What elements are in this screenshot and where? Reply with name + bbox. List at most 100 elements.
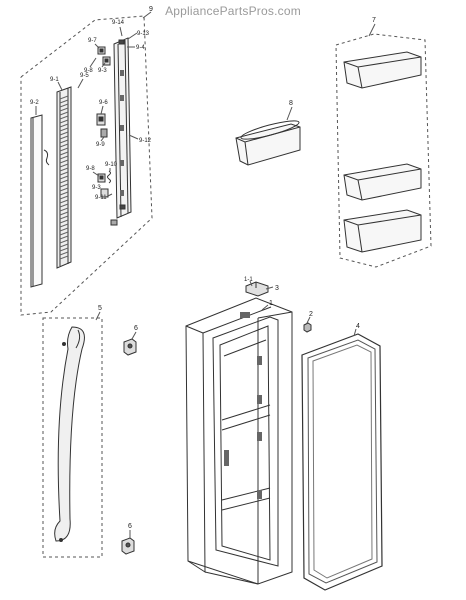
vent-rib: [59, 203, 69, 208]
vent-rib: [59, 179, 69, 184]
vent-rib: [59, 147, 69, 152]
vent-rib: [59, 183, 69, 188]
callout-4: 4: [356, 323, 360, 330]
vent-rib: [59, 211, 69, 216]
callout-9-6: 9-6: [99, 100, 108, 106]
vent-rib: [59, 255, 69, 260]
callout-9-8a: 9-8: [84, 68, 93, 74]
part-2-screw: [303, 322, 312, 333]
vent-rib: [59, 227, 69, 232]
channel-slot: [120, 70, 124, 76]
vent-rib: [59, 195, 69, 200]
vent-rib: [59, 219, 69, 224]
vent-rib: [59, 155, 69, 160]
part-5-handle: [54, 326, 85, 542]
vent-rib: [59, 127, 69, 132]
callout-9-10: 9-10: [105, 162, 118, 168]
leader-4: [353, 328, 357, 337]
vent-rib: [59, 115, 69, 120]
part-7-bin-bottom: [343, 209, 422, 253]
part-7-bin-top: [343, 51, 422, 89]
watermark-text: AppliancePartsPros.com: [165, 4, 301, 18]
part-7-bin-middle: [343, 163, 422, 201]
group-9-outline: [20, 15, 153, 316]
vent-rib: [59, 95, 69, 100]
vent-rib: [59, 143, 69, 148]
callout-5: 5: [98, 305, 102, 312]
wire-clip: [43, 149, 50, 166]
vent-rib: [59, 243, 69, 248]
vent-rib: [59, 235, 69, 240]
part-9-11-screw: [110, 219, 118, 226]
leader-6a: [131, 331, 137, 340]
leader-7: [368, 23, 376, 37]
callout-9-4: 9-4: [136, 45, 145, 51]
part-8-small-bin: [235, 120, 301, 166]
vent-rib: [59, 207, 69, 212]
part-9-6-latch: [96, 113, 106, 126]
leader-9-5: [77, 78, 84, 89]
vent-rib: [59, 247, 69, 252]
vent-rib: [59, 167, 69, 172]
leader-9-7: [94, 43, 100, 49]
part-9-1-ribs: [59, 95, 69, 260]
part-1-door-shell: [185, 297, 293, 585]
vent-rib: [59, 151, 69, 156]
vent-rib: [59, 107, 69, 112]
callout-3: 3: [275, 285, 279, 292]
callout-8: 8: [289, 100, 293, 107]
vent-rib: [59, 175, 69, 180]
callout-9-13: 9-13: [137, 31, 150, 37]
channel-slot: [120, 160, 124, 166]
callout-9-3a: 9-3: [98, 68, 107, 74]
vent-rib: [59, 103, 69, 108]
vent-rib: [59, 239, 69, 244]
channel-slot: [120, 125, 124, 131]
leader-1-1: [249, 280, 253, 287]
part-9-4-slots: [120, 70, 124, 196]
callout-9-1: 9-1: [50, 77, 59, 83]
vent-rib: [59, 139, 69, 144]
leader-9-6: [100, 105, 104, 115]
vent-rib: [59, 111, 69, 116]
handle-screw-bottom: [59, 538, 63, 542]
leader-2: [306, 316, 311, 324]
vent-rib: [59, 215, 69, 220]
leader-9-3a: [101, 62, 106, 68]
part-9-9-nut: [100, 128, 108, 138]
handle-screw-top: [62, 342, 66, 346]
group-5-outline: [42, 317, 103, 558]
vent-rib: [59, 123, 69, 128]
leader-9-8a: [89, 57, 97, 68]
callout-1: 1: [269, 300, 273, 307]
leader-5: [95, 311, 101, 321]
vent-rib: [59, 131, 69, 136]
vent-rib: [59, 99, 69, 104]
callout-9-9: 9-9: [96, 142, 105, 148]
vent-rib: [59, 119, 69, 124]
leader-9-8b: [92, 171, 100, 177]
vent-rib: [59, 191, 69, 196]
part-9-3a-bracket: [102, 56, 111, 66]
part-9-2-strip: [30, 114, 43, 288]
part-6-pin-top: [123, 338, 137, 356]
group-7-outline: [335, 33, 432, 268]
vent-rib: [59, 223, 69, 228]
vent-rib: [59, 171, 69, 176]
part-9-3b-bracket: [100, 188, 109, 198]
part-4-door-gasket: [301, 333, 383, 591]
channel-slot: [120, 95, 124, 101]
leader-8: [286, 106, 293, 121]
callout-6b: 6: [128, 523, 132, 530]
vent-rib: [59, 251, 69, 256]
callout-9-7: 9-7: [88, 38, 97, 44]
callout-6a: 6: [134, 325, 138, 332]
callout-9-8b: 9-8: [86, 166, 95, 172]
callout-2: 2: [309, 311, 313, 318]
leader-9-11: [105, 193, 113, 198]
leader-9-13: [127, 32, 138, 40]
vent-rib: [59, 163, 69, 168]
leader-9-12: [128, 134, 139, 140]
part-6-pin-bottom: [121, 537, 135, 555]
